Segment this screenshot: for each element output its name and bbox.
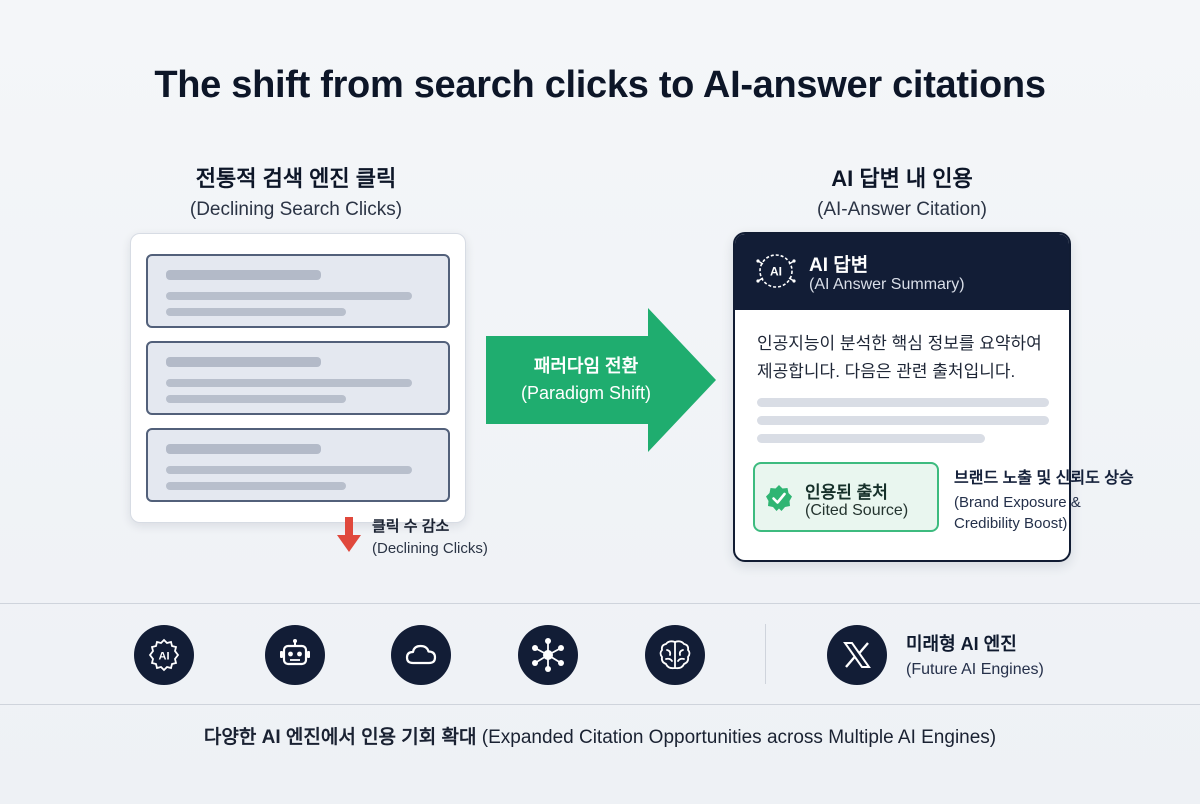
robot-icon [265,625,325,685]
future-label-en: (Future AI Engines) [906,661,1044,678]
search-result-card [146,428,450,502]
network-icon [518,625,578,685]
ai-header-ko: AI 답변 [809,255,869,276]
down-arrow-icon [337,517,361,552]
verified-check-icon [766,485,792,511]
paradigm-shift-label: 패러다임 전환 (Paradigm Shift) [486,352,686,404]
ai-header-en: (AI Answer Summary) [809,276,965,293]
ai-answer-body: 인공지능이 분석한 핵심 정보를 요약하여 제공합니다. 다음은 관련 출처입니… [757,330,1057,386]
future-engines-label: 미래형 AI 엔진 (Future AI Engines) [906,630,1044,679]
footer-text-en: (Expanded Citation Opportunities across … [481,727,997,748]
ai-answer-card: AI AI 답변 (AI Answer Summary) 인공지능이 분석한 핵… [733,232,1071,562]
brain-icon [645,625,705,685]
brand-boost-label: 브랜드 노출 및 신뢰도 상승 (Brand Exposure & Credib… [954,464,1184,534]
result-line-placeholder [166,308,346,316]
text-placeholder-line [757,434,985,443]
divider-top [0,603,1200,604]
left-section-heading: 전통적 검색 엔진 클릭 (Declining Search Clicks) [116,161,476,221]
footer-caption: 다양한 AI 엔진에서 인용 기회 확대 (Expanded Citation … [0,722,1200,749]
result-line-placeholder [166,466,412,474]
text-placeholder-line [757,398,1049,407]
page-title: The shift from search clicks to AI-answe… [154,64,1046,106]
result-line-placeholder [166,379,412,387]
right-heading-en: (AI-Answer Citation) [817,199,987,220]
ai-body-line: 제공합니다. 다음은 관련 출처입니다. [757,362,1016,381]
future-label-ko: 미래형 AI 엔진 [906,634,1017,654]
brand-label-en: (Brand Exposure & Credibility Boost) [954,492,1184,534]
ai-chip-icon: AI [134,625,194,685]
cited-source-en: (Cited Source) [805,502,909,519]
cited-source-badge: 인용된 출처 (Cited Source) [753,462,939,532]
footer-text-ko: 다양한 AI 엔진에서 인용 기회 확대 [203,727,477,748]
brand-label-en-line: (Brand Exposure & [954,494,1081,511]
cited-source-ko: 인용된 출처 [805,483,888,502]
x-logo-icon [827,625,887,685]
declining-clicks-label: 클릭 수 감소 (Declining Clicks) [372,515,488,557]
search-result-card [146,254,450,328]
result-title-placeholder [166,357,321,367]
divider-vertical [765,624,766,684]
result-title-placeholder [166,444,321,454]
brand-label-ko: 브랜드 노출 및 신뢰도 상승 [954,470,1134,487]
left-heading-ko: 전통적 검색 엔진 클릭 [195,166,397,191]
right-heading-ko: AI 답변 내 인용 [831,166,973,191]
right-section-heading: AI 답변 내 인용 (AI-Answer Citation) [722,161,1082,221]
left-heading-en: (Declining Search Clicks) [189,199,403,220]
chip-icon-text: AI [159,651,170,663]
shift-label-en: (Paradigm Shift) [520,383,652,403]
search-results-panel [130,233,466,523]
search-result-card [146,341,450,415]
ai-brain-icon: AI [756,254,796,288]
cloud-icon [391,625,451,685]
decline-label-en: (Declining Clicks) [372,540,488,557]
divider-bottom [0,704,1200,705]
result-title-placeholder [166,270,321,280]
result-line-placeholder [166,395,346,403]
ai-body-line: 인공지능이 분석한 핵심 정보를 요약하여 [757,334,1042,353]
decline-label-ko: 클릭 수 감소 [372,518,450,535]
result-line-placeholder [166,482,346,490]
brand-label-en-line: Credibility Boost) [954,515,1068,532]
result-line-placeholder [166,292,412,300]
paradigm-shift-arrow [486,308,716,452]
text-placeholder-line [757,416,1049,425]
shift-label-ko: 패러다임 전환 [533,356,639,376]
ai-icon-text: AI [770,265,782,279]
ai-answer-header: AI AI 답변 (AI Answer Summary) [735,234,1069,310]
